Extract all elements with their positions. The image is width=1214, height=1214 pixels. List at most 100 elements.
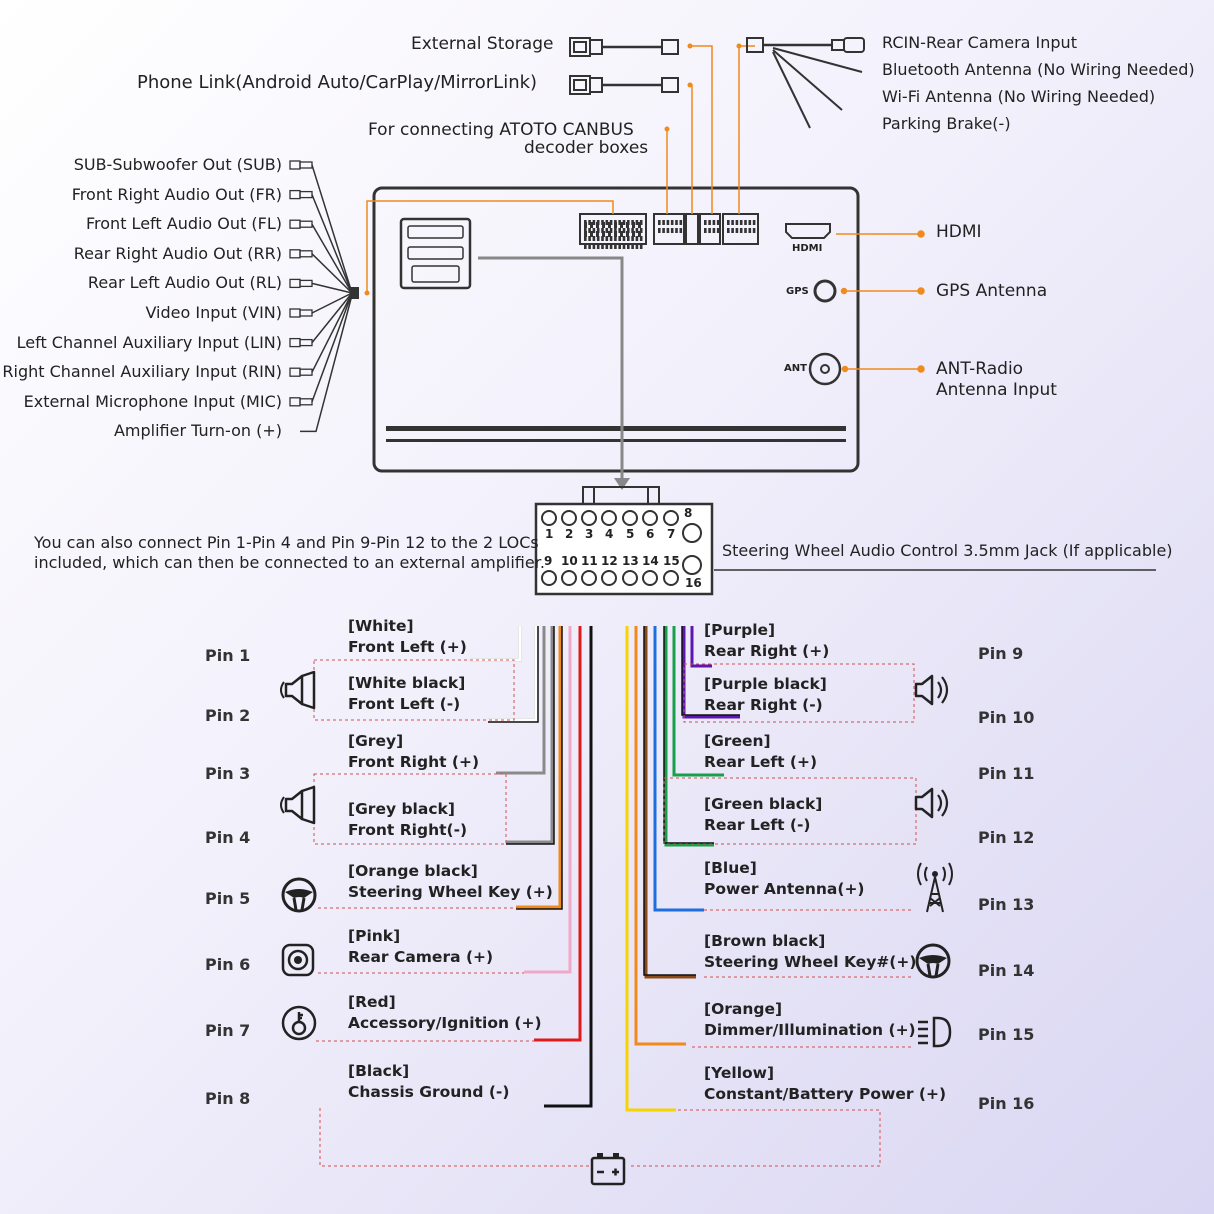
- camera-icon: [281, 943, 315, 977]
- pin-label: Pin 2: [205, 706, 251, 725]
- connector-pin-number: 13: [622, 554, 639, 568]
- connector-pin-number: 10: [561, 554, 578, 568]
- connector-pin-number: 14: [642, 554, 659, 568]
- phone-link-label: Phone Link(Android Auto/CarPlay/MirrorLi…: [137, 72, 538, 93]
- wire-function: Front Left (+): [348, 638, 467, 656]
- rca-output-label: Amplifier Turn-on (+): [113, 421, 282, 441]
- speaker-icon: [280, 670, 316, 710]
- connector-pin-number: 7: [667, 527, 676, 541]
- pin-label: Pin 1: [205, 646, 251, 665]
- wire-color-name: [Brown black]: [704, 932, 826, 950]
- canbus-label-2: decoder boxes: [524, 138, 649, 158]
- pin-label: Pin 11: [978, 764, 1035, 783]
- connector-pin-number: 12: [601, 554, 618, 568]
- hdmi-label: HDMI: [936, 222, 982, 242]
- head-unit-outline: [372, 186, 860, 473]
- battery-icon: [590, 1153, 626, 1186]
- wire-color-name: [Green black]: [704, 795, 823, 813]
- connector-pin-number: 6: [646, 527, 655, 541]
- connector-pin-number: 4: [605, 527, 614, 541]
- wire-color-name: [Grey]: [348, 732, 404, 750]
- pin-label: Pin 4: [205, 828, 251, 847]
- wire-color-name: [White black]: [348, 674, 466, 692]
- wire-function: Rear Left (-): [704, 816, 811, 834]
- gps-port-label: GPS: [786, 286, 809, 297]
- wire-color-name: [Red]: [348, 993, 396, 1011]
- connector-pin-number: 8: [684, 506, 693, 520]
- rca-output-label: Rear Right Audio Out (RR): [73, 243, 282, 263]
- connector-pin-number: 11: [581, 554, 598, 568]
- speaker-icon: [280, 785, 316, 825]
- gps-antenna-label: GPS Antenna: [936, 281, 1048, 301]
- antenna-icon: [917, 862, 953, 913]
- connector-pin-number: 1: [545, 527, 554, 541]
- hdmi-port-label: HDMI: [792, 243, 823, 254]
- pin-label: Pin 9: [978, 644, 1024, 663]
- connector-pin-number: 16: [685, 576, 702, 590]
- wire-function: Front Left (-): [348, 695, 461, 713]
- steering-wheel-icon: [281, 877, 317, 913]
- ignition-key-icon: [281, 1005, 317, 1041]
- wire-function: Power Antenna(+): [704, 880, 865, 898]
- bluetooth-antenna-label: Bluetooth Antenna (No Wiring Needed): [882, 60, 1195, 79]
- wire-function: Rear Right (+): [704, 642, 830, 660]
- rca-output-label: Video Input (VIN): [145, 303, 282, 322]
- connector-pin-number: 15: [663, 554, 680, 568]
- pin-label: Pin 16: [978, 1094, 1035, 1113]
- canbus-label-1: For connecting ATOTO CANBUS: [368, 120, 634, 140]
- wire-function: Front Right(-): [348, 821, 468, 839]
- wire-color-name: [Orange]: [704, 1000, 783, 1018]
- connector-pin-number: 3: [585, 527, 594, 541]
- steering-jack-label: Steering Wheel Audio Control 3.5mm Jack …: [722, 541, 1173, 560]
- main-harness-port: [399, 217, 472, 290]
- pin-label: Pin 6: [205, 955, 251, 974]
- rca-output-label: Front Left Audio Out (FL): [86, 214, 282, 234]
- gps-port: [813, 279, 837, 303]
- pin-label: Pin 7: [205, 1021, 251, 1040]
- ant-radio-label: ANT-Radio: [936, 359, 1024, 379]
- rca-output-label: External Microphone Input (MIC): [23, 391, 282, 411]
- parking-brake-label: Parking Brake(-): [882, 114, 1011, 133]
- external-storage-label: External Storage: [411, 34, 554, 54]
- wire-function: Rear Left (+): [704, 753, 818, 771]
- hdmi-port: [785, 223, 831, 239]
- wire-function: Rear Camera (+): [348, 948, 494, 966]
- rca-output-label: Left Channel Auxiliary Input (LIN): [16, 332, 282, 352]
- wire-function: Steering Wheel Key#(+): [704, 953, 917, 971]
- pin-label: Pin 14: [978, 961, 1035, 980]
- wire-color-name: [Pink]: [348, 927, 401, 945]
- wire-function: Accessory/Ignition (+): [348, 1014, 542, 1032]
- loc-note-line1: You can also connect Pin 1-Pin 4 and Pin…: [34, 533, 539, 552]
- wire-color-name: [Purple black]: [704, 675, 827, 693]
- connector-pin-number: 5: [626, 527, 635, 541]
- wire-function: Dimmer/Illumination (+): [704, 1021, 916, 1039]
- pin-label: Pin 10: [978, 708, 1035, 727]
- wire-function: Rear Right (-): [704, 696, 823, 714]
- pin-label: Pin 5: [205, 889, 251, 908]
- pin-label: Pin 15: [978, 1025, 1035, 1044]
- speaker-icon: [914, 787, 949, 819]
- wire-function: Front Right (+): [348, 753, 480, 771]
- pin-label: Pin 13: [978, 895, 1035, 914]
- rca-output-label: Front Right Audio Out (FR): [71, 184, 282, 204]
- wire-color-name: [Grey black]: [348, 800, 455, 818]
- pin-label: Pin 8: [205, 1089, 251, 1108]
- wire-color-name: [Blue]: [704, 859, 757, 877]
- wire-color-name: [White]: [348, 617, 414, 635]
- speaker-icon: [914, 674, 949, 706]
- wire-color-name: [Black]: [348, 1062, 410, 1080]
- rca-output-label: Right Channel Auxiliary Input (RIN): [2, 362, 282, 382]
- wire-color-name: [Orange black]: [348, 862, 478, 880]
- rcin-label: RCIN-Rear Camera Input: [882, 33, 1077, 52]
- pin-label: Pin 3: [205, 764, 251, 783]
- wire-function: Constant/Battery Power (+): [704, 1085, 947, 1103]
- wifi-antenna-label: Wi-Fi Antenna (No Wiring Needed): [882, 87, 1156, 106]
- rca-output-label: Rear Left Audio Out (RL): [87, 273, 282, 293]
- wire-function: Steering Wheel Key (+): [348, 883, 553, 901]
- rca-output-label: SUB-Subwoofer Out (SUB): [73, 155, 282, 174]
- antenna-input-label: Antenna Input: [936, 380, 1057, 400]
- antenna-port: [808, 352, 842, 386]
- steering-wheel-icon: [915, 943, 951, 979]
